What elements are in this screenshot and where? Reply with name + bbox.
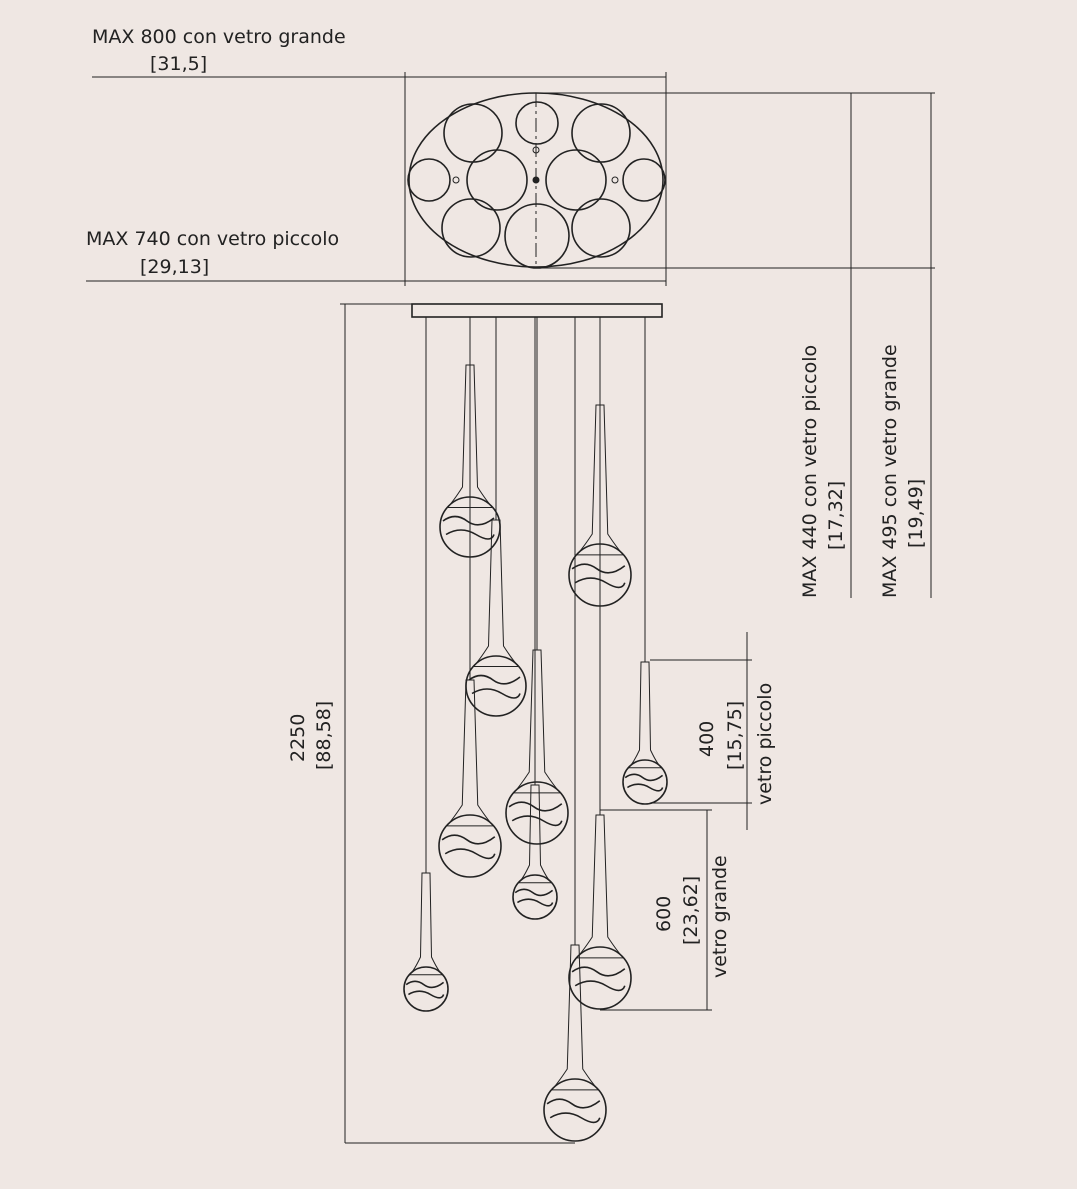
large-glass-label: vetro grande	[709, 855, 731, 978]
pendant-lamp	[505, 317, 569, 845]
glass-cone	[550, 944, 600, 1091]
pendant-lamp	[403, 317, 449, 1012]
marble-vein	[514, 888, 554, 907]
height-inch: [88,58]	[313, 701, 335, 770]
max-800-inch: [31,5]	[150, 53, 207, 75]
glass-sphere	[543, 1078, 607, 1142]
small-glass-value: 400	[696, 721, 718, 757]
pendant-lamp	[622, 317, 668, 805]
glass-cone	[512, 649, 562, 794]
pendant-lamp	[438, 317, 502, 878]
glass-cone	[627, 661, 663, 769]
small-glass-inch: [15,75]	[724, 701, 746, 770]
max-440-inch: [17,32]	[825, 481, 847, 550]
glass-sphere	[512, 874, 558, 920]
marble-vein	[546, 1098, 601, 1124]
pendant-lamp	[465, 317, 527, 717]
max-440-label: MAX 440 con vetro piccolo	[799, 345, 821, 598]
marble-vein	[441, 834, 496, 860]
max-495-inch: [19,49]	[905, 479, 927, 548]
glass-cone	[408, 872, 444, 976]
canopy	[411, 303, 663, 318]
pendant-lamp	[568, 317, 632, 1010]
pendant-lamp	[512, 317, 558, 920]
marble-vein	[624, 773, 664, 792]
max-740-label: MAX 740 con vetro piccolo	[86, 228, 339, 250]
glass-sphere	[622, 759, 668, 805]
top-view	[407, 92, 935, 269]
height-value: 2250	[287, 714, 309, 762]
pendants	[403, 317, 668, 1142]
glass-sphere	[505, 781, 569, 845]
glass-sphere	[438, 814, 502, 878]
glass-cone	[575, 814, 625, 959]
marble-vein	[468, 674, 521, 699]
glass-cone	[517, 784, 553, 884]
marble-vein	[405, 980, 445, 999]
marble-vein	[508, 801, 563, 827]
glass-sphere	[403, 966, 449, 1012]
max-495-label: MAX 495 con vetro grande	[879, 344, 901, 598]
large-glass-value: 600	[653, 896, 675, 932]
max-740-inch: [29,13]	[140, 256, 209, 278]
small-glass-label: vetro piccolo	[754, 683, 776, 805]
glass-sphere	[568, 946, 632, 1010]
pendant-lamp	[543, 317, 607, 1142]
max-800-label: MAX 800 con vetro grande	[92, 26, 346, 48]
marble-vein	[442, 515, 495, 540]
marble-vein	[571, 563, 626, 589]
large-glass-inch: [23,62]	[680, 876, 702, 945]
